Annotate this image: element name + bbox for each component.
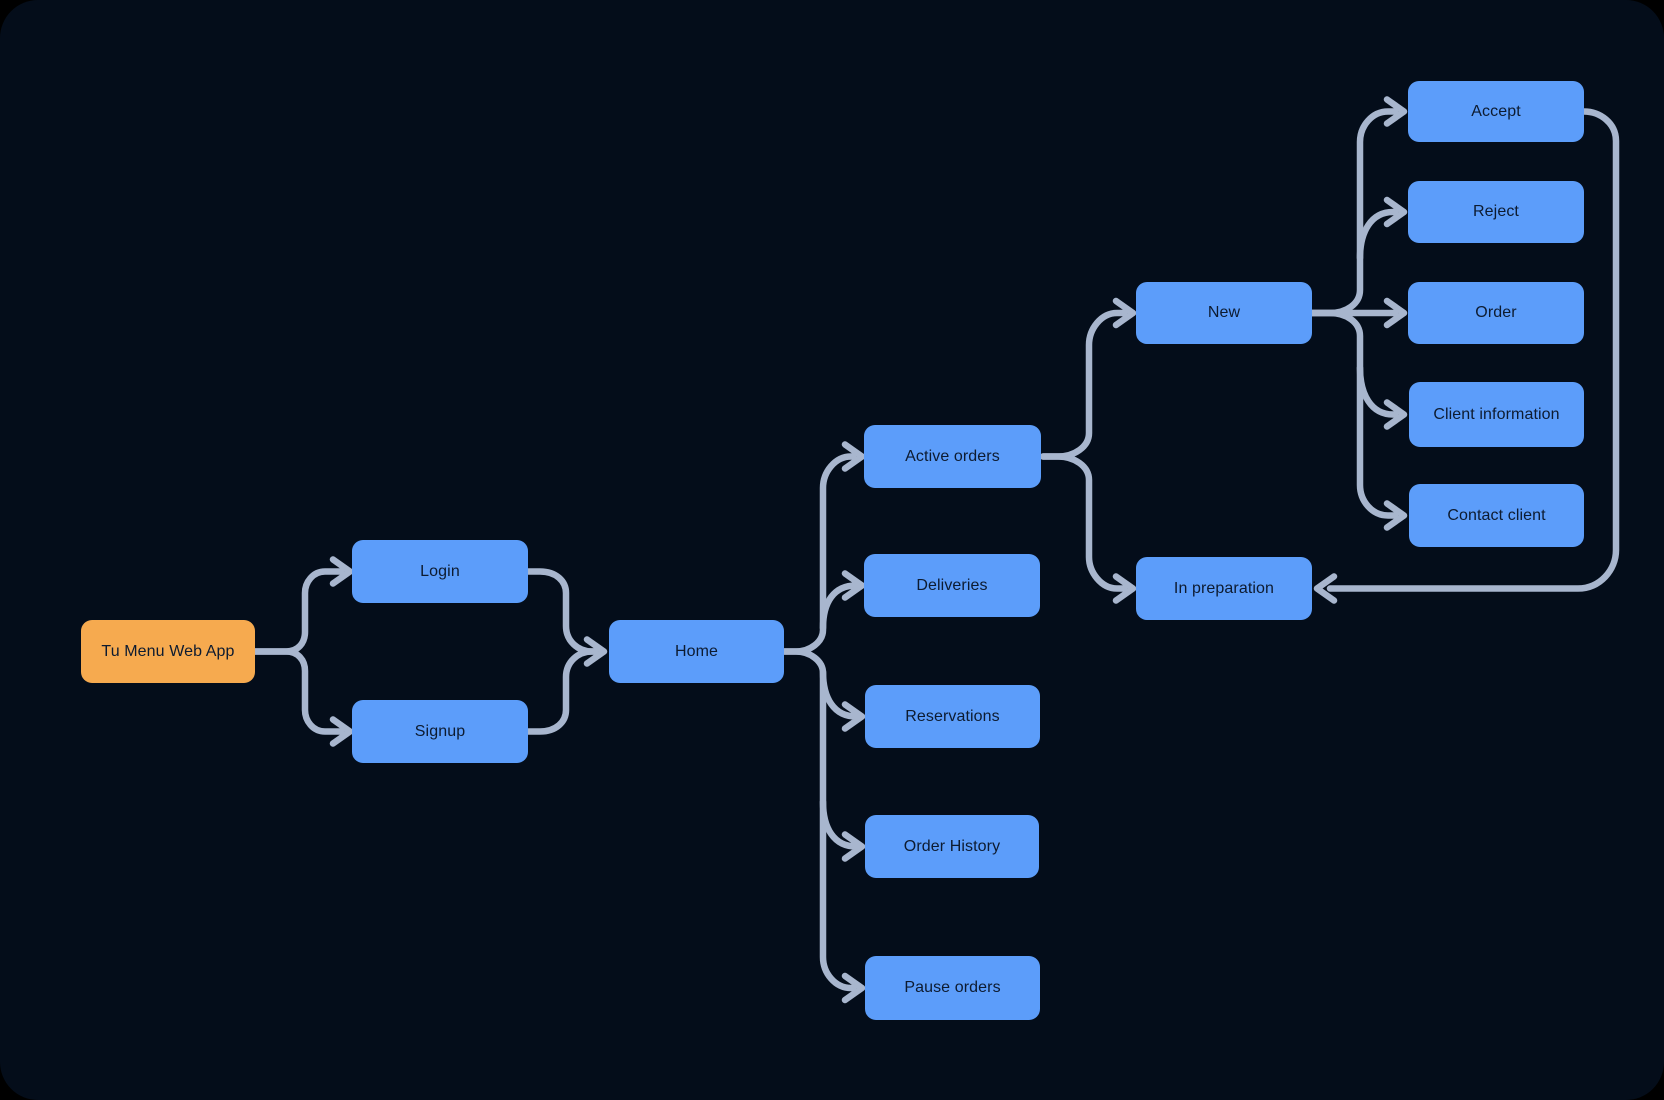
- edge-home-order-history: [819, 798, 866, 862]
- node-home[interactable]: Home: [609, 620, 784, 683]
- edge-accept-in-preparation: [1313, 108, 1620, 604]
- node-accept[interactable]: Accept: [1408, 81, 1584, 142]
- edge-new-client-information: [1356, 364, 1408, 430]
- edge-new-accept: [1308, 96, 1408, 317]
- edge-new-reject: [1356, 196, 1408, 262]
- node-client-information[interactable]: Client information: [1409, 382, 1584, 447]
- node-tu-menu-web-app[interactable]: Tu Menu Web App: [81, 620, 255, 683]
- node-contact-client[interactable]: Contact client: [1409, 484, 1584, 547]
- node-new[interactable]: New: [1136, 282, 1312, 344]
- edge-signup-home: [524, 648, 599, 735]
- node-active-orders[interactable]: Active orders: [864, 425, 1041, 488]
- edge-home-pause-orders: [780, 648, 866, 1004]
- edge-home-reservations: [819, 668, 866, 732]
- node-login[interactable]: Login: [352, 540, 528, 603]
- edge-active-orders-new: [1039, 297, 1137, 460]
- edge-active-orders-in-preparation: [1039, 453, 1137, 604]
- node-in-preparation[interactable]: In preparation: [1136, 557, 1312, 620]
- edge-home-deliveries: [819, 570, 866, 632]
- node-deliveries[interactable]: Deliveries: [864, 554, 1040, 617]
- node-reservations[interactable]: Reservations: [865, 685, 1040, 748]
- node-pause-orders[interactable]: Pause orders: [865, 956, 1040, 1020]
- edge-new-contact-client: [1308, 309, 1408, 531]
- node-order[interactable]: Order: [1408, 282, 1584, 344]
- edge-root-login: [251, 556, 354, 655]
- node-reject[interactable]: Reject: [1408, 181, 1584, 243]
- edge-root-signup: [251, 648, 354, 747]
- node-order-history[interactable]: Order History: [865, 815, 1039, 878]
- node-signup[interactable]: Signup: [352, 700, 528, 763]
